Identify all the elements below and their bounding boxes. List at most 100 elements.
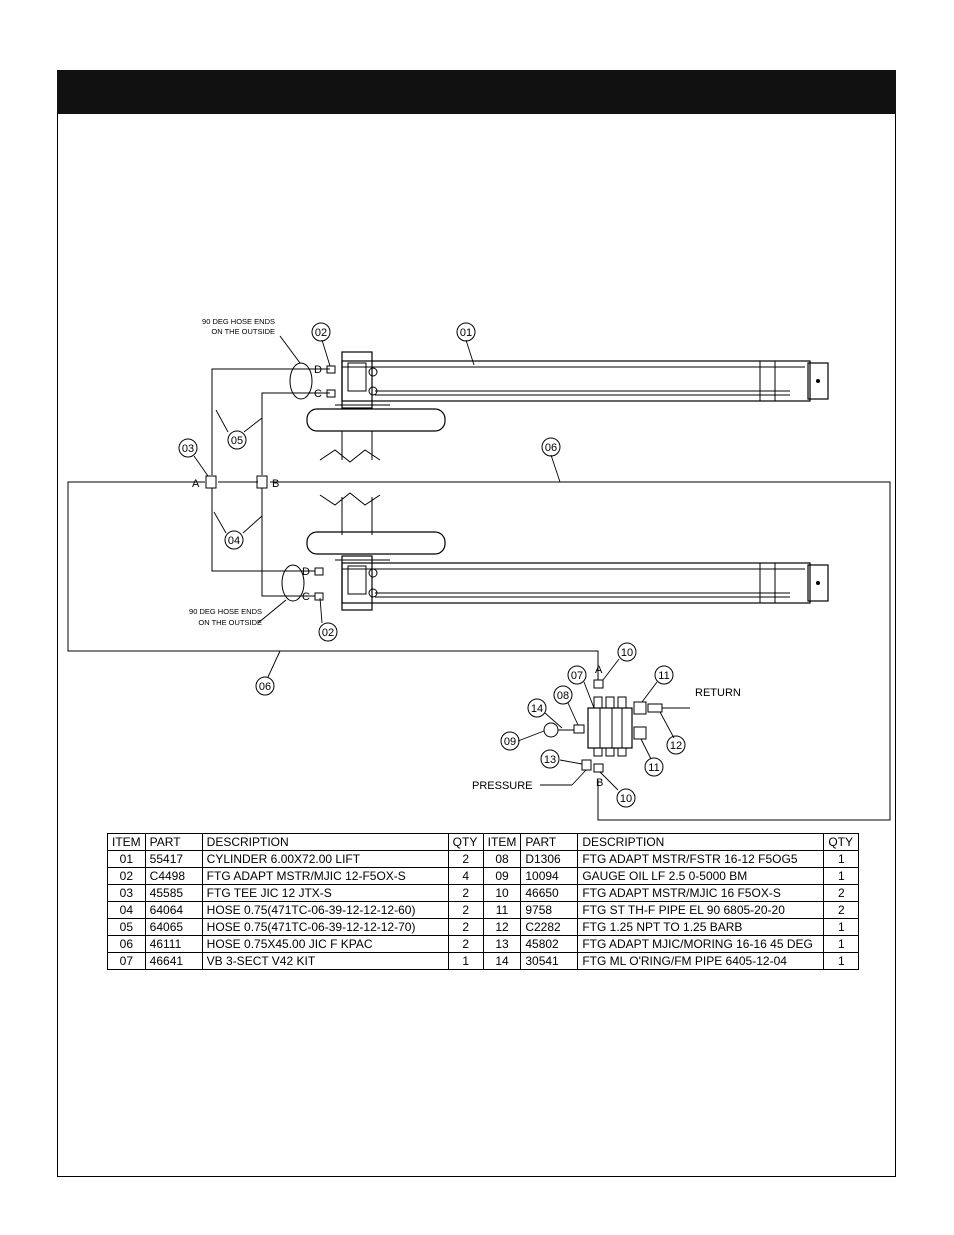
- fitting-c-bottom: [314, 592, 324, 601]
- callout-10-top: 10: [621, 647, 633, 659]
- callout-11-top: 11: [658, 670, 669, 682]
- cell: 1: [823, 850, 860, 868]
- table-row: 06 46111 HOSE 0.75X45.00 JIC F KPAC 2 13…: [107, 935, 860, 953]
- cell: 46111: [144, 935, 203, 953]
- note-bottom-line2: ON THE OUTSIDE: [198, 618, 262, 627]
- cylinder-top: [335, 351, 829, 409]
- port-a-tee: A: [192, 478, 200, 490]
- port-c-top: C: [314, 388, 322, 400]
- fitting-d-top: [326, 365, 336, 374]
- table-row: 02 C4498 FTG ADAPT MSTR/MJIC 12-F5OX-S 4…: [107, 867, 860, 885]
- col-qty: QTY: [447, 833, 484, 851]
- table-row: 07 46641 VB 3-SECT V42 KIT 1 14 30541 FT…: [107, 952, 860, 970]
- port-b-valve: B: [596, 777, 603, 789]
- port-d-top: D: [314, 364, 322, 376]
- cell: 2: [447, 918, 484, 936]
- callout-06-bottom: 06: [259, 681, 271, 693]
- cell: 04: [107, 901, 146, 919]
- cylinder-bottom: [335, 555, 829, 611]
- cell: VB 3-SECT V42 KIT: [201, 952, 449, 970]
- cell: 1: [823, 867, 860, 885]
- col-description-2: DESCRIPTION: [577, 833, 825, 851]
- cell: 46641: [144, 952, 203, 970]
- cell: 07: [107, 952, 146, 970]
- cell: 45802: [520, 935, 579, 953]
- cell: FTG 1.25 NPT TO 1.25 BARB: [577, 918, 825, 936]
- cell: 11: [482, 901, 522, 919]
- barb-return: [647, 703, 663, 713]
- cell: FTG ADAPT MJIC/MORING 16-16 45 DEG: [577, 935, 825, 953]
- callout-06-top: 06: [545, 442, 557, 454]
- callout-04: 04: [228, 535, 240, 547]
- table-row: 01 55417 CYLINDER 6.00X72.00 LIFT 2 08 D…: [107, 850, 860, 868]
- col-part-2: PART: [520, 833, 579, 851]
- cell: GAUGE OIL LF 2.5 0-5000 BM: [577, 867, 825, 885]
- cell: 2: [823, 884, 860, 902]
- cell: 55417: [144, 850, 203, 868]
- fitting-valve-a: [593, 679, 604, 689]
- cell: D1306: [520, 850, 579, 868]
- callout-07: 07: [571, 670, 583, 682]
- cell: FTG ADAPT MSTR/MJIC 12-F5OX-S: [201, 867, 449, 885]
- callout-14: 14: [531, 703, 543, 715]
- table-row: 05 64065 HOSE 0.75(471TC-06-39-12-12-12-…: [107, 918, 860, 936]
- cell: 10094: [520, 867, 579, 885]
- cell: 64065: [144, 918, 203, 936]
- hose-lines: [67, 368, 891, 821]
- cell: 08: [482, 850, 522, 868]
- cell: FTG ADAPT MSTR/FSTR 16-12 F5OG5: [577, 850, 825, 868]
- hose-end-marker-bottom: [281, 564, 305, 602]
- cell: 2: [447, 850, 484, 868]
- valve-block: [573, 696, 633, 757]
- cell: 14: [482, 952, 522, 970]
- fitting-c-top: [326, 389, 336, 398]
- cell: HOSE 0.75(471TC-06-39-12-12-12-60): [201, 901, 449, 919]
- cell: FTG ML O'RING/FM PIPE 6405-12-04: [577, 952, 825, 970]
- callout-02-bottom: 02: [322, 627, 334, 639]
- cell: HOSE 0.75X45.00 JIC F KPAC: [201, 935, 449, 953]
- cell: 05: [107, 918, 146, 936]
- table-row: 03 45585 FTG TEE JIC 12 JTX-S 2 10 46650…: [107, 884, 860, 902]
- cell: 12: [482, 918, 522, 936]
- cell: 64064: [144, 901, 203, 919]
- port-a-valve: A: [595, 664, 603, 676]
- mount-plate-bottom: [306, 531, 446, 555]
- tee-a: [205, 475, 217, 489]
- cell: 46650: [520, 884, 579, 902]
- col-description: DESCRIPTION: [201, 833, 449, 851]
- parts-table-header: ITEM PART DESCRIPTION QTY ITEM PART DESC…: [107, 833, 860, 851]
- callout-11-bottom: 11: [648, 762, 659, 774]
- cell: 1: [447, 952, 484, 970]
- cell: 1: [823, 952, 860, 970]
- cell: 4: [447, 867, 484, 885]
- fitting-valve-b: [593, 763, 604, 773]
- elbow-return: [633, 701, 647, 715]
- cell: 10: [482, 884, 522, 902]
- cell: 30541: [520, 952, 579, 970]
- callout-03: 03: [182, 443, 194, 455]
- callout-05: 05: [231, 435, 243, 447]
- return-label: RETURN: [695, 687, 741, 699]
- port-b-tee: B: [272, 478, 279, 490]
- parts-table: ITEM PART DESCRIPTION QTY ITEM PART DESC…: [107, 833, 860, 970]
- cell: 9758: [520, 901, 579, 919]
- cell: 2: [447, 884, 484, 902]
- tee-b: [256, 475, 268, 489]
- cell: 13: [482, 935, 522, 953]
- cell: HOSE 0.75(471TC-06-39-12-12-12-70): [201, 918, 449, 936]
- cell: 2: [447, 935, 484, 953]
- cell: 01: [107, 850, 146, 868]
- header-bar: [57, 70, 896, 114]
- cell: 1: [823, 935, 860, 953]
- mount-plate-top: [306, 408, 446, 432]
- col-part: PART: [144, 833, 203, 851]
- cell: 09: [482, 867, 522, 885]
- elbow-lower: [633, 726, 647, 740]
- fitting-45deg: [581, 759, 592, 771]
- cell: FTG TEE JIC 12 JTX-S: [201, 884, 449, 902]
- callout-08: 08: [557, 690, 569, 702]
- fitting-d-bottom: [314, 567, 324, 576]
- port-d-bottom: D: [302, 566, 310, 578]
- pressure-gauge: [543, 722, 559, 738]
